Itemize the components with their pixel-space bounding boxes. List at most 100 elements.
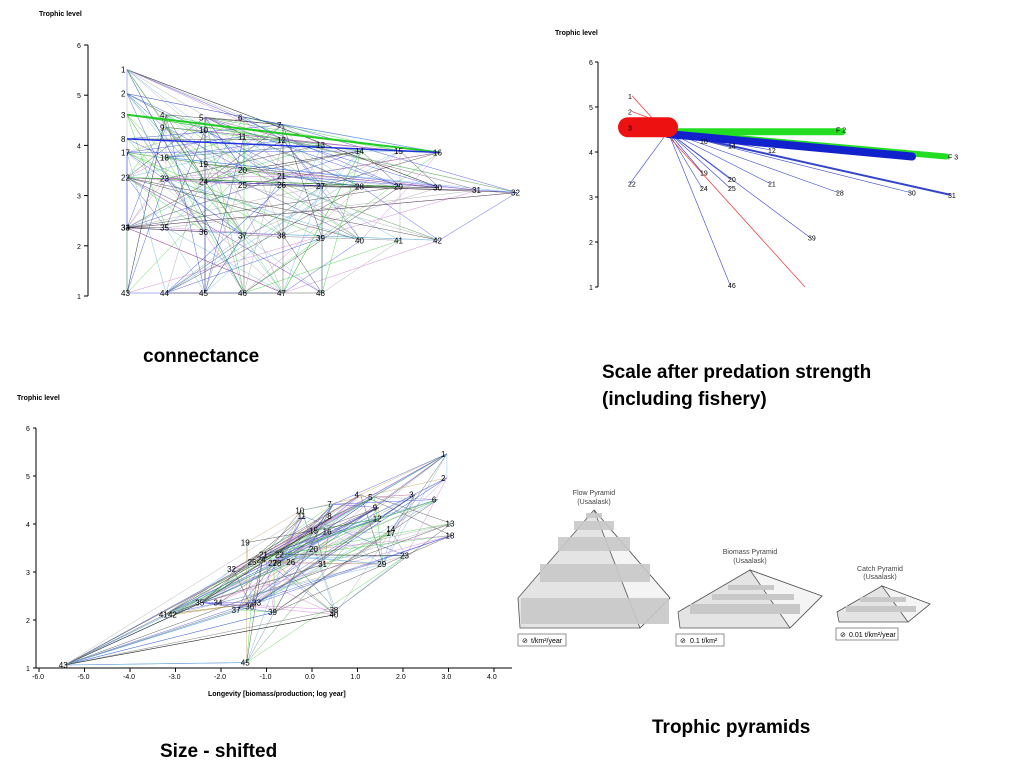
p1-link: [126, 177, 245, 236]
caption-predation-line1: Scale after predation strength: [602, 362, 871, 383]
p3-link: [201, 561, 254, 603]
p3-node-label: 20: [309, 545, 318, 554]
p1-link: [243, 184, 440, 241]
p1-link: [165, 163, 206, 294]
p2-node-label: 1: [628, 94, 632, 101]
p1-link: [243, 117, 362, 187]
p3-node-label: 3: [409, 491, 414, 500]
p3-link: [378, 453, 448, 508]
p3-link: [273, 499, 438, 613]
p1-node-label: 15: [394, 147, 403, 156]
p1-node-label: 38: [277, 231, 286, 240]
p1-link: [204, 163, 245, 236]
p3-y-tick-label: 1: [26, 666, 30, 673]
p2-node-label: 14: [728, 143, 736, 150]
p3-link: [262, 507, 379, 560]
p3-node-label: 11: [298, 512, 307, 521]
p3-node-label: 29: [377, 560, 386, 569]
p1-node-label: 42: [433, 236, 442, 245]
p1-link: [126, 177, 323, 294]
p1-node-label: 37: [238, 231, 247, 240]
p1-node-label: 6: [238, 113, 243, 122]
p3-link: [201, 515, 334, 603]
p1-links: [126, 69, 518, 294]
p3-link: [314, 518, 379, 531]
p1-link: [126, 186, 401, 228]
p1-link: [126, 117, 245, 153]
p1-link: [126, 114, 167, 228]
p1-tick-label: 5: [77, 93, 81, 100]
p3-link: [232, 494, 361, 570]
p3-link: [333, 496, 375, 517]
p3-link: [64, 606, 252, 666]
p1-link: [126, 69, 401, 187]
p1-link: [282, 124, 362, 241]
p3-node-label: 15: [309, 527, 318, 536]
p3-link: [392, 477, 448, 530]
p3-link: [278, 530, 316, 563]
p2-node-label: 10: [700, 139, 708, 146]
p3-node-label: 22: [275, 551, 284, 560]
p3-link: [64, 614, 336, 666]
p3-link: [233, 561, 254, 570]
p3-link: [64, 662, 247, 666]
p1-node-label: 7: [277, 121, 282, 130]
p1-link: [126, 69, 245, 171]
p1-node-label: 12: [277, 136, 286, 145]
p1-link: [399, 150, 440, 188]
p1-tick-label: 3: [77, 194, 81, 201]
p2-node-label: 25: [728, 186, 736, 193]
biomass-pyramid-unit: 0.1 t/km²: [690, 638, 718, 645]
p3-link: [164, 602, 259, 615]
p3-link: [278, 504, 334, 563]
p1-link: [165, 169, 245, 179]
p1-link: [165, 129, 206, 228]
p3-x-tick-label: -4.0: [123, 674, 135, 681]
p3-node-label: 6: [432, 495, 437, 504]
p2-tick-label: 6: [589, 60, 593, 67]
p1-link: [126, 169, 245, 294]
p3-node-label: 42: [168, 611, 177, 620]
p3-link: [280, 523, 452, 555]
p1-node-label: 45: [199, 289, 208, 298]
p3-link: [333, 503, 379, 508]
p2-tick-label: 4: [589, 150, 593, 157]
p1-link: [204, 163, 245, 294]
p1-link: [165, 157, 245, 294]
p1-node-label: 27: [316, 182, 325, 191]
p3-node-label: 41: [159, 611, 168, 620]
p2-node-label: F 3: [948, 155, 958, 162]
p1-link: [126, 169, 245, 228]
flow-pyramid: Flow Pyramid (Usaalask) ⊘ t/km²/year: [517, 490, 671, 647]
p3-node-label: 1: [441, 450, 446, 459]
catch-pyramid-unit: 0.01 t/km²/year: [849, 632, 896, 639]
p3-link: [251, 531, 329, 607]
p3-link: [262, 555, 407, 560]
p1-link: [165, 227, 284, 294]
p3-link: [280, 554, 384, 565]
p1-node-label: 46: [238, 289, 247, 298]
p3-link: [383, 494, 416, 565]
p3-link: [278, 496, 375, 563]
p1-link: [165, 127, 245, 186]
p1-link: [282, 139, 401, 152]
p3-link: [201, 516, 304, 603]
p3-node-label: 19: [241, 539, 250, 548]
p3-link: [64, 602, 202, 666]
p2-node-label: F 2: [836, 128, 846, 135]
p2-link: [667, 131, 731, 189]
p3-link: [251, 516, 304, 607]
p3-link: [262, 535, 452, 560]
p1-node-label: 20: [238, 166, 247, 175]
p2-link: [667, 131, 911, 193]
p1-link: [321, 237, 401, 241]
p3-link: [280, 554, 407, 556]
p1-node-label: 29: [394, 183, 403, 192]
p2-node-label: 20: [728, 177, 736, 184]
p1-link: [126, 136, 245, 153]
p3-link: [373, 496, 384, 565]
